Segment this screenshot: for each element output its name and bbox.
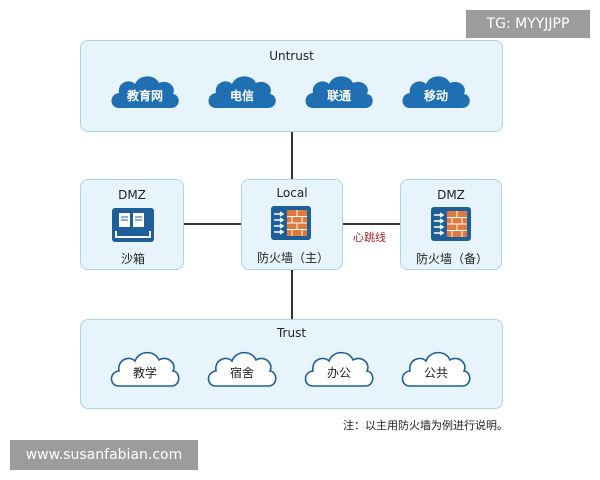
watermark-bottom: www.susanfabian.com [10, 440, 198, 470]
local-zone-title: Local [276, 186, 308, 200]
firewall-backup-label: 防火墙（备） [415, 252, 488, 266]
cloud-label-dorm: 宿舍 [229, 366, 254, 380]
link-heartbeat [343, 223, 400, 225]
firewall-icon [431, 207, 471, 241]
link-untrust-local [291, 132, 293, 179]
cloud-label-unicom: 联通 [326, 89, 351, 103]
cloud-icon [402, 76, 470, 108]
link-sandbox-local [184, 223, 241, 225]
cloud-label-teaching: 教学 [132, 366, 157, 380]
heartbeat-label: 心跳线 [351, 229, 388, 245]
untrust-zone-title: Untrust [269, 49, 314, 63]
cloud-label-telecom: 电信 [229, 89, 254, 103]
cloud-label-public: 公共 [423, 366, 448, 380]
cloud-icon [305, 76, 373, 108]
cloud-label-office: 办公 [326, 366, 351, 380]
watermark-top: TG: MYYJJPP [466, 10, 590, 38]
untrust-clouds [111, 76, 470, 108]
cloud-icon [208, 76, 276, 108]
trust-zone: Trust 教学 宿舍 办公 公共 [80, 319, 503, 409]
sandbox-icon [112, 208, 154, 242]
dmz-right-zone: DMZ 防火墙（备） [400, 179, 502, 270]
local-zone: Local 防火墙（主） [241, 179, 343, 270]
cloud-icon [401, 351, 471, 387]
cloud-label-edu: 教育网 [126, 89, 163, 103]
firewall-primary-label: 防火墙（主） [256, 251, 329, 265]
cloud-icon [110, 351, 180, 387]
firewall-icon [271, 206, 311, 240]
dmz-left-title: DMZ [118, 188, 146, 202]
trust-zone-title: Trust [276, 326, 307, 340]
dmz-right-title: DMZ [437, 188, 465, 202]
cloud-icon [111, 76, 179, 108]
dmz-left-zone: DMZ 沙箱 [80, 179, 184, 270]
footnote: 注：以主用防火墙为例进行说明。 [343, 419, 508, 432]
cloud-label-mobile: 移动 [423, 89, 448, 103]
sandbox-label: 沙箱 [120, 252, 145, 266]
cloud-icon [304, 351, 374, 387]
cloud-icon [207, 351, 277, 387]
trust-clouds [110, 351, 471, 387]
link-local-trust [291, 270, 293, 319]
untrust-zone: Untrust 教育网 电信 联通 移动 [80, 40, 503, 132]
